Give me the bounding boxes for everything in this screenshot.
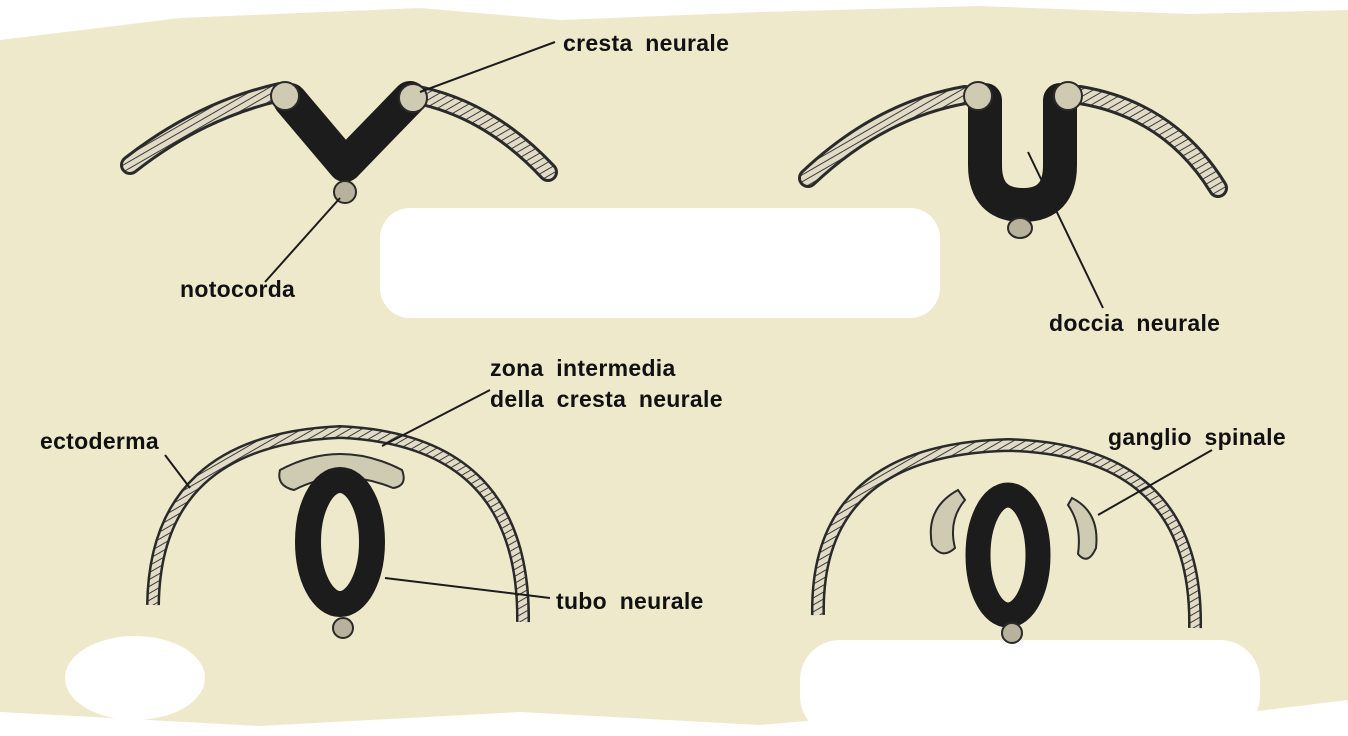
white-patch [380, 208, 940, 318]
label-ganglio-spinale: ganglio spinale [1108, 424, 1286, 450]
label-tubo-neurale: tubo neurale [556, 588, 704, 614]
notochord [333, 618, 353, 638]
notochord [1002, 623, 1022, 643]
label-della-cresta-neurale: della cresta neurale [490, 386, 723, 412]
label-doccia-neurale: doccia neurale [1049, 310, 1220, 336]
label-zona-intermedia: zona intermedia [490, 355, 676, 381]
neural-crest-right [399, 84, 427, 112]
label-cresta-neurale: cresta neurale [563, 30, 729, 56]
label-notocorda: notocorda [180, 276, 295, 302]
neural-crest-left [964, 82, 992, 110]
label-ectoderma: ectoderma [40, 428, 159, 454]
neural-crest-left [271, 82, 299, 110]
white-patch [800, 640, 1260, 736]
white-patch [65, 636, 205, 720]
neural-crest-right [1054, 82, 1082, 110]
notochord [1008, 218, 1032, 238]
